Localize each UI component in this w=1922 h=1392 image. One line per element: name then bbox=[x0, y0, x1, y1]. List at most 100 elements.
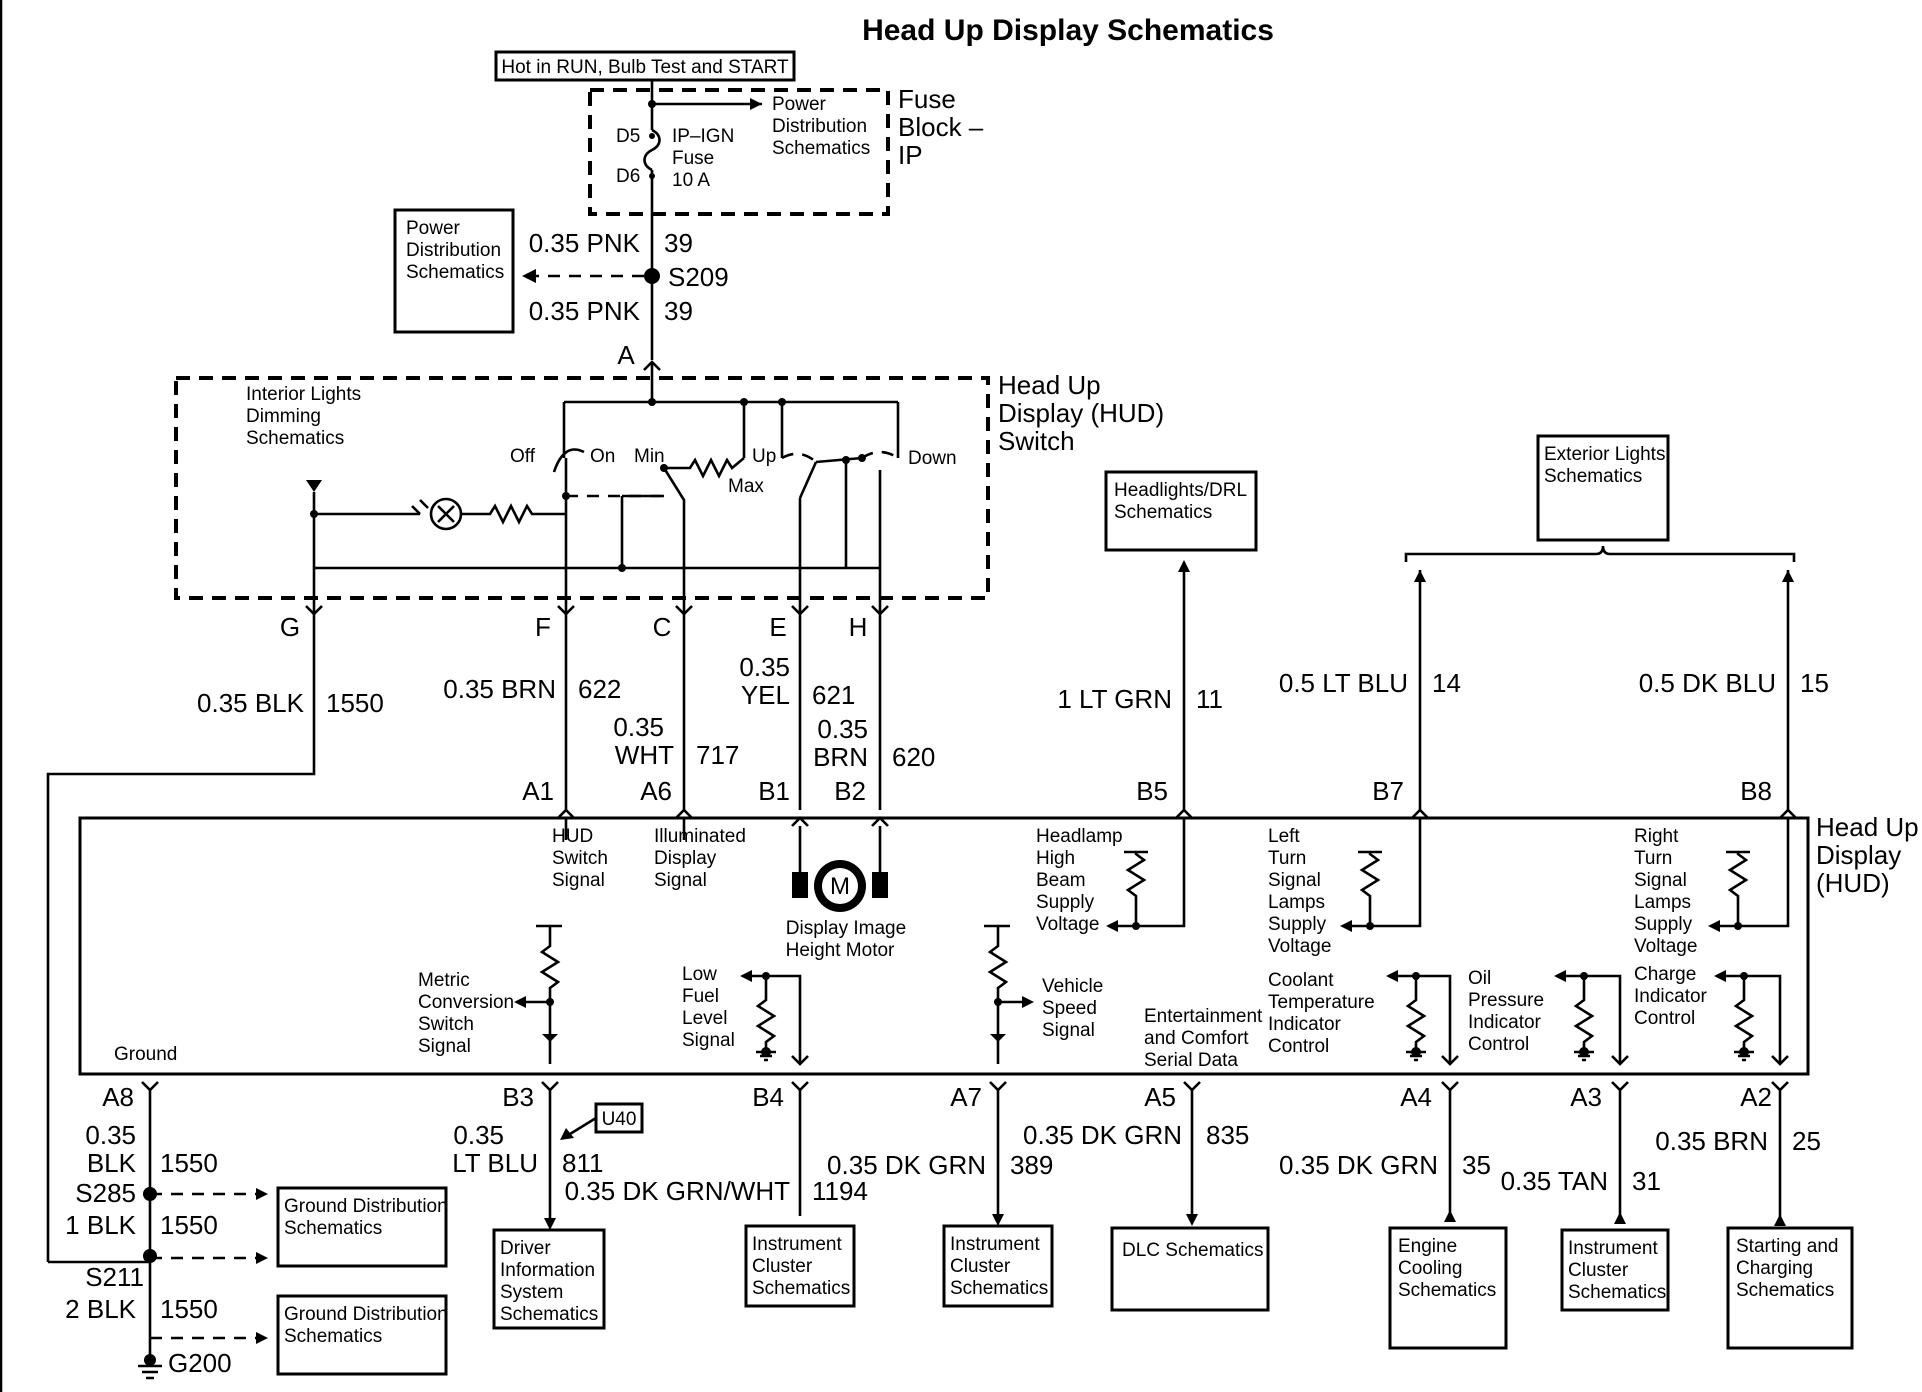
vehicle-speed-label: Vehicle Speed Signal bbox=[1042, 976, 1103, 1041]
switch-h-wire bbox=[844, 460, 882, 598]
coolant-indicator-label: Coolant Temperature Indicator Control bbox=[1268, 970, 1375, 1057]
wire-a2-arrow bbox=[1774, 1214, 1786, 1226]
svg-text:Voltage: Voltage bbox=[1634, 936, 1697, 957]
wire-top1-circuit: 39 bbox=[664, 228, 693, 258]
wire-a3-arrow bbox=[1614, 1212, 1626, 1224]
switch-down-label: Down bbox=[908, 448, 957, 469]
svg-text:621: 621 bbox=[812, 680, 855, 710]
switch-e-wire bbox=[798, 461, 818, 598]
svg-text:Distribution: Distribution bbox=[406, 240, 501, 261]
switch-bus-dot-2 bbox=[778, 398, 786, 406]
ground-distribution-box-2-label: Ground Distribution Schematics bbox=[284, 1304, 448, 1347]
s209-power-dist-arrow bbox=[522, 269, 536, 283]
svg-text:A7: A7 bbox=[950, 1082, 982, 1112]
svg-text:31: 31 bbox=[1632, 1166, 1661, 1196]
hot-in-run-box bbox=[494, 50, 796, 82]
splice-s211-dot bbox=[143, 1249, 157, 1263]
svg-text:Display: Display bbox=[654, 848, 717, 869]
motor-symbol: M bbox=[830, 873, 850, 900]
splice-s209-dot bbox=[644, 268, 660, 284]
coolant-dot bbox=[1412, 972, 1420, 980]
ground-distribution-box-1-label: Ground Distribution Schematics bbox=[284, 1196, 448, 1239]
svg-text:A8: A8 bbox=[102, 1082, 134, 1112]
svg-text:A1: A1 bbox=[522, 776, 554, 806]
left-turn-sense-arrow bbox=[1340, 920, 1352, 932]
svg-text:Cooling: Cooling bbox=[1398, 1258, 1462, 1279]
up-switch-arc bbox=[781, 452, 817, 463]
fuse-power-distribution-ref: Power Distribution Schematics bbox=[772, 94, 870, 159]
oil-output-chevron bbox=[1611, 1055, 1629, 1066]
svg-text:B4: B4 bbox=[752, 1082, 784, 1112]
svg-text:0.35 DK GRN/WHT: 0.35 DK GRN/WHT bbox=[565, 1176, 790, 1206]
svg-text:Signal: Signal bbox=[1042, 1020, 1095, 1041]
svg-text:Voltage: Voltage bbox=[1036, 914, 1099, 935]
svg-text:Height Motor: Height Motor bbox=[786, 940, 895, 961]
vss-arrow bbox=[1022, 996, 1034, 1008]
svg-text:0.35 DK GRN: 0.35 DK GRN bbox=[1279, 1150, 1438, 1180]
svg-text:Serial Data: Serial Data bbox=[1144, 1050, 1238, 1071]
svg-text:Speed: Speed bbox=[1042, 998, 1097, 1019]
svg-text:E: E bbox=[769, 612, 786, 642]
lamp-resistor bbox=[461, 503, 566, 525]
charge-output-chevron bbox=[1771, 1055, 1789, 1066]
svg-text:YEL: YEL bbox=[741, 680, 790, 710]
exterior-lights-box-label: Exterior Lights Schematics bbox=[1544, 444, 1665, 487]
svg-text:35: 35 bbox=[1462, 1150, 1491, 1180]
switch-feed-bus bbox=[562, 362, 898, 452]
svg-text:Temperature: Temperature bbox=[1268, 992, 1375, 1013]
svg-text:Signal: Signal bbox=[682, 1030, 735, 1051]
low-fuel-ground-dot bbox=[761, 1047, 771, 1057]
wire-s211-label: 2 BLK 1550 bbox=[65, 1294, 218, 1324]
metric-conversion-label: Metric Conversion Switch Signal bbox=[418, 970, 514, 1057]
svg-text:Schematics: Schematics bbox=[1544, 466, 1642, 487]
svg-text:11: 11 bbox=[1196, 684, 1223, 714]
instrument-cluster-box-2 bbox=[942, 1224, 1054, 1308]
svg-text:0.35: 0.35 bbox=[613, 712, 664, 742]
svg-text:Ground Distribution: Ground Distribution bbox=[284, 1196, 448, 1217]
hud-module-box bbox=[78, 816, 1810, 1076]
svg-text:IP: IP bbox=[898, 140, 923, 170]
ground-distribution-links bbox=[150, 1192, 258, 1340]
svg-text:Metric: Metric bbox=[418, 970, 470, 991]
svg-text:Instrument: Instrument bbox=[752, 1234, 842, 1255]
svg-text:A2: A2 bbox=[1740, 1082, 1772, 1112]
illuminated-display-signal-label: Illuminated Display Signal bbox=[654, 826, 746, 891]
switch-min-label: Min bbox=[634, 446, 665, 467]
svg-text:Schematics: Schematics bbox=[1114, 502, 1212, 523]
svg-text:15: 15 bbox=[1800, 668, 1829, 698]
svg-text:1550: 1550 bbox=[326, 688, 384, 718]
svg-text:0.35 BRN: 0.35 BRN bbox=[1655, 1126, 1768, 1156]
svg-text:1 BLK: 1 BLK bbox=[65, 1210, 136, 1240]
svg-text:Block –: Block – bbox=[898, 112, 984, 142]
svg-text:Power: Power bbox=[772, 94, 827, 115]
svg-text:0.35: 0.35 bbox=[453, 1120, 504, 1150]
svg-text:Charge: Charge bbox=[1634, 964, 1696, 985]
svg-text:0.35: 0.35 bbox=[817, 714, 868, 744]
svg-text:1550: 1550 bbox=[160, 1148, 218, 1178]
coolant-circuit bbox=[1392, 974, 1452, 1064]
splice-s209-label: S209 bbox=[668, 262, 729, 292]
svg-text:B7: B7 bbox=[1372, 776, 1404, 806]
metric-sense-arrow bbox=[514, 996, 526, 1008]
wire-b7-label: 0.5 LT BLU 14 bbox=[1279, 668, 1461, 698]
switch-on-label: On bbox=[590, 446, 615, 467]
svg-text:Instrument: Instrument bbox=[950, 1234, 1040, 1255]
svg-text:Control: Control bbox=[1268, 1036, 1329, 1057]
svg-text:LT BLU: LT BLU bbox=[452, 1148, 538, 1178]
svg-text:Schematics: Schematics bbox=[284, 1218, 382, 1239]
low-fuel-label: Low Fuel Level Signal bbox=[682, 964, 735, 1051]
svg-text:HUD: HUD bbox=[552, 826, 593, 847]
switch-g-dot bbox=[310, 510, 318, 518]
headlamp-load-resistor bbox=[1124, 818, 1186, 928]
g200-ground-dot bbox=[144, 1354, 156, 1366]
svg-text:Beam: Beam bbox=[1036, 870, 1086, 891]
fuse-block-ip-label: Fuse Block – IP bbox=[898, 84, 984, 170]
svg-text:Left: Left bbox=[1268, 826, 1300, 847]
svg-text:G: G bbox=[280, 612, 300, 642]
svg-text:Fuse: Fuse bbox=[672, 148, 714, 169]
splice-s211-label: S211 bbox=[85, 1262, 144, 1292]
up-down-bridge bbox=[815, 456, 863, 464]
svg-text:Illuminated: Illuminated bbox=[654, 826, 746, 847]
svg-text:Switch: Switch bbox=[418, 1014, 474, 1035]
